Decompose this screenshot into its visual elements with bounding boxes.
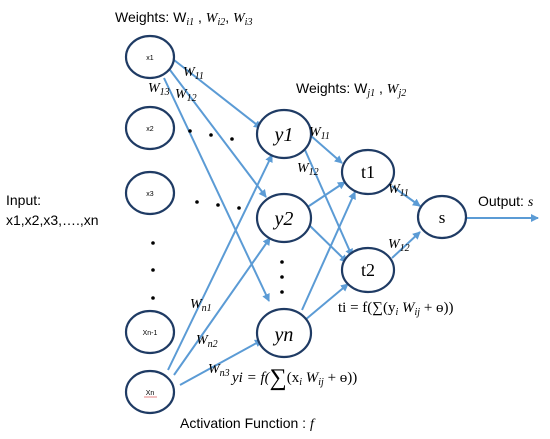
- edges-hidden-output: [391, 185, 539, 259]
- edge-x1-y1: [173, 59, 262, 129]
- hidden-node-label: t2: [361, 260, 375, 280]
- input-node-label: x3: [146, 191, 154, 198]
- edge-y1-t1: [309, 134, 343, 164]
- hidden-layer-1: y1 y2 yn: [255, 108, 313, 359]
- hidden-node-y2: [255, 192, 313, 244]
- weight-w12-output: W12: [388, 237, 410, 254]
- output-node-label: s: [439, 208, 446, 227]
- input-node-x3: [124, 170, 176, 216]
- input-values: x1,x2,x3,….,xn: [6, 212, 99, 228]
- edge-xn-y1: [167, 154, 273, 371]
- hidden-node-label: yn: [273, 324, 294, 346]
- output-node-s: [416, 194, 468, 240]
- weight-w13-input: W13: [148, 81, 170, 98]
- edge-yn-t1: [301, 191, 356, 311]
- weight-w11-input: W11: [183, 65, 204, 82]
- input-node-x1: [124, 34, 176, 80]
- horizontal-ellipsis-dots: [188, 129, 241, 210]
- input-node-x2: [124, 105, 176, 151]
- edge-xn-yn: [179, 339, 263, 386]
- weight-wn1: Wn1: [190, 297, 212, 314]
- input-ellipsis-dots: [151, 241, 155, 300]
- weight-w12-input: W12: [175, 87, 197, 104]
- edge-yn-t2: [304, 283, 349, 321]
- weight-wn2: Wn2: [196, 333, 218, 350]
- edges-input-hidden: [163, 59, 273, 386]
- input-layer: x1 x2 x3 Xn-1 Xn: [124, 34, 176, 415]
- hidden-layer-2: t1 t2: [340, 148, 396, 294]
- input-node-label: x2: [146, 126, 154, 133]
- hidden-node-label: t1: [361, 162, 375, 182]
- edge-y2-t2: [305, 221, 348, 263]
- input-label: Input:: [6, 192, 41, 208]
- hidden-node-label: y1: [273, 124, 294, 146]
- edge-y1-t2: [304, 149, 353, 257]
- weight-wn3: Wn3: [208, 362, 230, 379]
- hidden-node-yn: [255, 307, 313, 359]
- formula-ti: ti = f(∑(yi Wij + ɵ)): [338, 300, 454, 318]
- edge-x1-y2: [169, 69, 267, 198]
- hidden-node-y1: [255, 108, 313, 160]
- input-node-label: Xn: [146, 390, 155, 397]
- edge-weight-labels: W11 W13 W12 Wn1 Wn2 Wn3 W11 W12 W11 W12: [148, 65, 410, 379]
- edge-t1-s: [391, 185, 421, 207]
- weights-i-label: Weights: Wi1 , Wi2, Wi3: [115, 9, 252, 28]
- weight-w11-output: W11: [388, 182, 409, 199]
- weight-w11-hidden: W11: [309, 125, 330, 142]
- activation-label: Activation Function : f: [180, 415, 316, 432]
- output-layer: s: [416, 194, 468, 240]
- edges-hidden-hidden: [301, 134, 356, 321]
- input-node-label: Xn-1: [143, 330, 158, 337]
- output-label: Output: s: [478, 193, 534, 210]
- weight-w12-hidden: W12: [297, 161, 319, 178]
- input-node-xn-1: [124, 309, 176, 355]
- edge-xn-y2: [173, 237, 271, 376]
- edge-t2-s: [391, 231, 421, 259]
- hidden-node-t1: [340, 148, 396, 196]
- hidden-node-label: y2: [273, 208, 294, 230]
- hidden-node-t2: [340, 246, 396, 294]
- input-node-label: x1: [146, 55, 154, 62]
- input-node-xn: [124, 369, 176, 415]
- formula-yi: yi = f(∑(xi Wij + ɵ)): [230, 365, 357, 391]
- edge-y2-t1: [305, 181, 346, 209]
- weights-j-label: Weights: Wj1 , Wj2: [296, 80, 406, 99]
